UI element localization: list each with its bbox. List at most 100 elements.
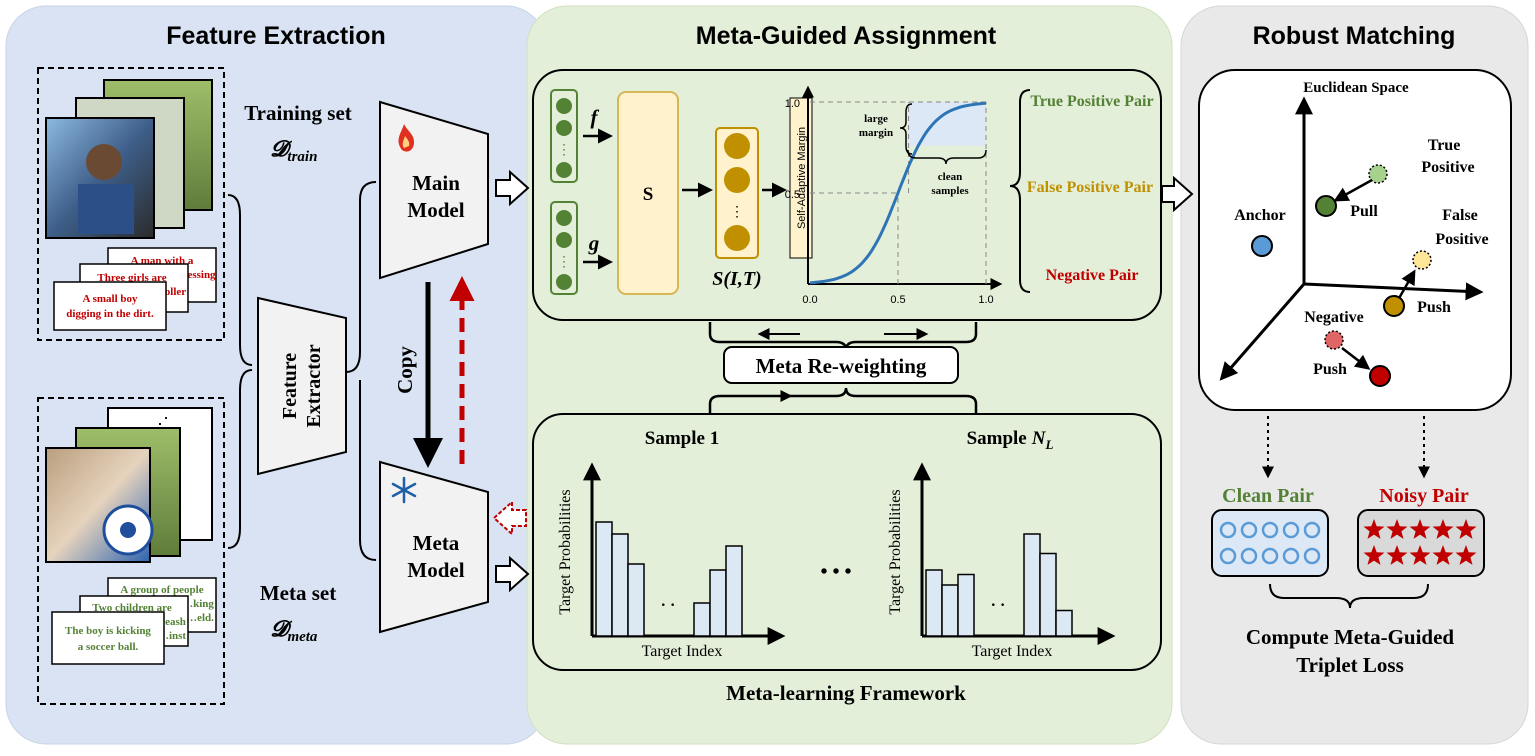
self-adaptive-margin-box: [789, 97, 813, 259]
train-caption-middle-line1: Three girls are: [97, 272, 166, 284]
hist1-dots: · ·: [661, 597, 676, 614]
clean-samples-brace: [907, 149, 987, 165]
hist-bar: [627, 563, 645, 637]
clean-pair-circle: [1282, 521, 1300, 539]
false-positive-pushed-node: [1383, 295, 1405, 317]
negative-label: Negative: [1304, 309, 1364, 326]
extractor-to-main-brace: [345, 181, 377, 373]
sigmoid-plot: 0.0 0.5 1.0 0.5 1.0 large margin clean s…: [785, 85, 1003, 306]
main-model-label-line2: Model: [407, 198, 464, 222]
true-positive-node: [1315, 195, 1337, 217]
f-node-2: [556, 120, 572, 136]
g-label: g: [588, 231, 600, 255]
clean-samples-line2: samples: [931, 185, 969, 197]
large-margin-brace: [899, 103, 913, 155]
pair-labels-brace: [1009, 89, 1031, 293]
meta-caption-middle-line1: Two children are: [92, 602, 172, 614]
false-positive-node: [1412, 250, 1432, 270]
clean-pair-label: Clean Pair: [1222, 485, 1314, 507]
meta-model-label-line2: Model: [407, 558, 464, 582]
euclidean-space-label: Euclidean Space: [1303, 80, 1409, 96]
noisy-pair-star: [1432, 519, 1454, 539]
meta-set-script-d: 𝓓: [271, 616, 293, 641]
hist1-bars: [595, 521, 743, 637]
pull-label: Pull: [1350, 203, 1378, 220]
negative-pushed-node: [1369, 365, 1391, 387]
fire-icon: [398, 124, 414, 152]
g-node-1: [556, 210, 572, 226]
true-positive-pair-label: True Positive Pair: [1030, 93, 1153, 110]
false-positive-label-line1: False: [1442, 207, 1478, 224]
anchor-node: [1251, 235, 1273, 257]
hist2-x-label: Target Index: [972, 643, 1053, 660]
euclidean-space-box: [1198, 69, 1512, 411]
space-axis-x: [1303, 282, 1484, 301]
meta-to-framework-arrow: [495, 555, 530, 593]
large-margin-line1: large: [864, 113, 888, 125]
sampleN-symbol: N: [1031, 428, 1047, 449]
similarity-node-dots: ⋮: [730, 205, 744, 220]
copy-label: Copy: [393, 346, 417, 394]
train-caption-front-line1: A small boy: [82, 293, 138, 305]
false-positive-pair-label: False Positive Pair: [1027, 179, 1153, 196]
hist-bar: [1055, 609, 1073, 637]
meta-set-subscript: meta: [287, 629, 317, 645]
clean-samples-line1: clean: [938, 171, 962, 183]
noisy-pair-star: [1386, 545, 1408, 565]
snowflake-icon: [391, 476, 417, 504]
g-node-dots: ⋮: [557, 255, 571, 270]
self-adaptive-margin-label: Self-Adaptive Margin: [796, 127, 808, 229]
clean-pair-circle: [1240, 547, 1258, 565]
g-node-3: [556, 274, 572, 290]
g-node-2: [556, 232, 572, 248]
sampleN-subscript: L: [1044, 437, 1053, 452]
true-positive-label-line1: True: [1428, 137, 1461, 154]
f-node-dots: ⋮: [557, 143, 571, 158]
clean-pair-circle: [1240, 521, 1258, 539]
meta-guided-assignment-title: Meta-Guided Assignment: [696, 22, 997, 50]
clean-pair-circle: [1261, 547, 1279, 565]
meta-photo-ball-patch: [120, 522, 136, 538]
f-label: f: [591, 105, 600, 129]
noisy-pair-star: [1363, 545, 1385, 565]
train-caption-front-line2: digging in the dirt.: [66, 308, 154, 320]
meta-reweighting-box: [723, 346, 959, 384]
hist-bar: [925, 569, 943, 637]
hist-bar: [1039, 552, 1057, 637]
curve-x-tick-0: 0.0: [802, 294, 817, 306]
training-set-label: Training set: [244, 101, 352, 125]
curve-x-tick-05: 0.5: [890, 294, 905, 306]
meta-set-label: Meta set: [260, 581, 336, 605]
train-photo-person-head: [86, 144, 122, 180]
clean-pair-circle: [1261, 521, 1279, 539]
train-photo-person-body: [78, 184, 134, 234]
true-positive-node-noisy: [1368, 164, 1388, 184]
hist2-bars: [925, 533, 1073, 637]
false-positive-label-line2: Positive: [1435, 231, 1488, 248]
s-block: [617, 91, 679, 295]
robust-matching-title: Robust Matching: [1253, 22, 1456, 50]
clean-pair-box: [1211, 509, 1329, 577]
noisy-pair-star: [1363, 519, 1385, 539]
hist-bar: [709, 569, 727, 637]
feature-extractor-line1: Feature: [279, 353, 301, 419]
noisy-pair-star: [1386, 519, 1408, 539]
noisy-pair-star: [1432, 545, 1454, 565]
hist-bar: [611, 533, 629, 637]
meta-caption-card-front: [51, 611, 165, 665]
s-label: S: [643, 184, 654, 205]
training-set-box: [37, 67, 225, 341]
curve-x-tick-1: 1.0: [978, 294, 993, 306]
meta-reweighting-label: Meta Re-weighting: [756, 354, 927, 378]
training-set-symbol: 𝓓train: [271, 136, 318, 165]
meta-set-brace: [227, 369, 253, 549]
similarity-node-3: [724, 225, 750, 251]
feature-extraction-title: Feature Extraction: [166, 22, 386, 50]
hist1-x-label: Target Index: [642, 643, 723, 660]
space-axis-z: [1219, 283, 1306, 381]
framework-to-meta-arrow: [492, 499, 527, 537]
